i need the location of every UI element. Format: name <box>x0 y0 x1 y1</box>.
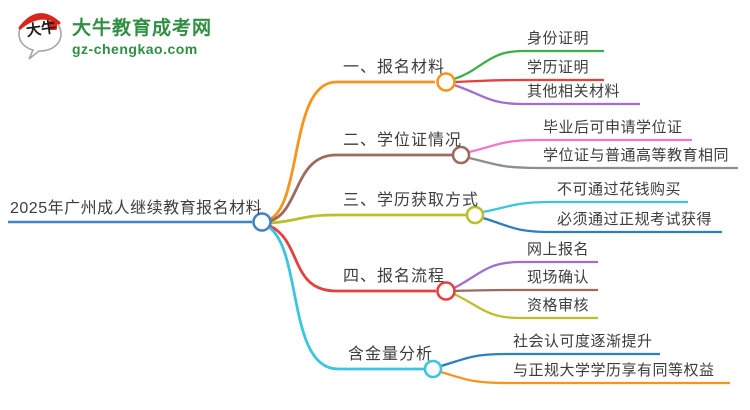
branch-5-line <box>269 226 424 371</box>
branch-4-node-circle <box>436 281 456 301</box>
root-node-circle <box>252 212 272 232</box>
root-topic-label: 2025年广州成人继续教育报名材料 <box>10 200 263 217</box>
branch-5-child-2-label: 与正规大学学历享有同等权益 <box>513 362 715 379</box>
branch-2-line <box>269 153 452 223</box>
branch-1-node-circle <box>436 72 456 92</box>
branch-4-child-2-label: 现场确认 <box>527 269 590 286</box>
branch-4-child-3-line <box>453 292 598 320</box>
branch-5-label: 含金量分析 <box>348 346 434 363</box>
branch-1-line <box>269 80 435 221</box>
branch-4-child-3-label: 资格审核 <box>527 297 590 314</box>
logo-speech-bubble-icon: 大牛 <box>18 13 62 60</box>
branch-1-child-2-label: 学历证明 <box>527 59 590 76</box>
branch-5-node-circle <box>423 359 443 379</box>
branch-2-node-circle <box>451 145 471 165</box>
branch-5-child-1-label: 社会认可度逐渐提升 <box>513 333 653 350</box>
branch-5-child-2-line <box>440 370 730 385</box>
branch-4-child-1-label: 网上报名 <box>527 241 590 258</box>
branch-1-child-3-line <box>453 83 640 106</box>
branch-2-label: 二、学位证情况 <box>343 132 463 149</box>
branch-3-child-2-label: 必须通过正规考试获得 <box>557 211 713 228</box>
branch-4-label: 四、报名流程 <box>343 268 446 285</box>
branch-4-child-2-line <box>453 288 598 293</box>
branch-3-line <box>269 213 466 225</box>
branch-1-child-1-line <box>453 49 604 81</box>
branch-2-child-2-label: 学位证与普通高等教育相同 <box>543 147 730 164</box>
site-logo: 大牛 大牛教育成考网 gz-chengkao.com <box>14 8 212 62</box>
branch-4-line <box>269 224 436 293</box>
branch-4-child-1-line <box>453 260 598 290</box>
branch-5-child-1-line <box>440 352 660 368</box>
branch-1-child-1-label: 身份证明 <box>527 30 590 47</box>
branch-3-child-1-label: 不可通过花钱购买 <box>557 181 682 198</box>
branch-3-child-2-line <box>482 216 722 234</box>
branch-1-child-2-line <box>453 78 604 84</box>
branch-2-child-1-label: 毕业后可申请学位证 <box>543 119 683 136</box>
branch-2-child-1-line <box>468 138 692 154</box>
branch-1-child-3-label: 其他相关材料 <box>527 83 621 100</box>
branch-3-child-1-line <box>482 200 688 214</box>
branch-2-child-2-line <box>468 156 738 170</box>
branch-3-label: 三、学历获取方式 <box>343 192 480 209</box>
logo-bubble-text: 大牛 <box>25 18 57 40</box>
branch-1-label: 一、报名材料 <box>343 59 446 76</box>
branch-3-node-circle <box>465 205 485 225</box>
logo-title: 大牛教育成考网 <box>72 18 213 39</box>
logo-domain: gz-chengkao.com <box>72 41 198 57</box>
